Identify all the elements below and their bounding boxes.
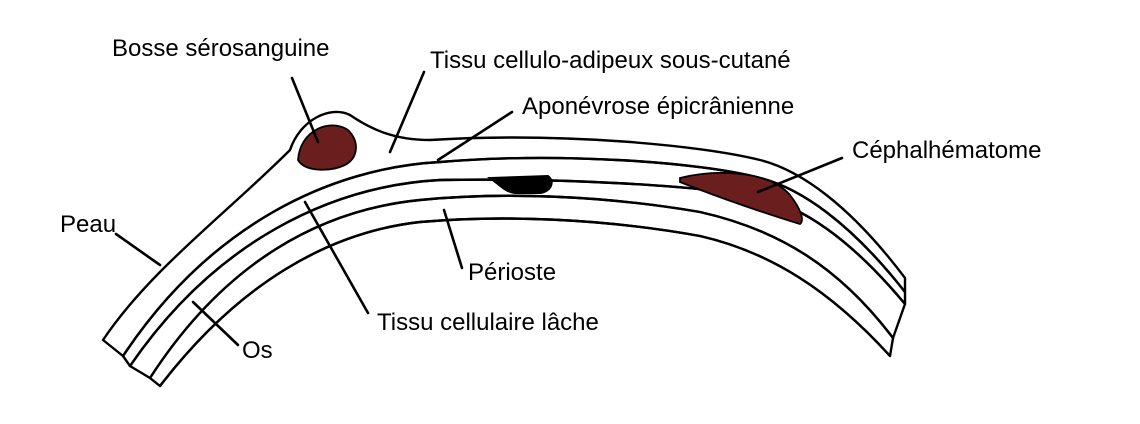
- label-tissu-cellulaire-lache: Tissu cellulaire lâche: [377, 309, 599, 336]
- suture-gap: [486, 174, 553, 194]
- leader-perioste: [442, 208, 464, 270]
- leader-aponevrose: [436, 110, 514, 162]
- leader-peau: [114, 232, 162, 267]
- leader-bosse: [290, 76, 320, 144]
- leader-tissu-sous-cutane: [388, 70, 426, 154]
- label-cephalhematome: Céphalhématome: [852, 137, 1041, 164]
- leader-tissu-lache: [303, 200, 370, 315]
- label-tissu-sous-cutane: Tissu cellulo-adipeux sous-cutané: [430, 47, 791, 74]
- leader-os: [191, 300, 240, 347]
- leader-cephalhematome: [756, 156, 844, 194]
- label-aponevrose: Aponévrose épicrânienne: [522, 93, 794, 120]
- label-perioste: Périoste: [468, 259, 556, 286]
- label-peau: Peau: [60, 211, 116, 238]
- label-bosse-serosanguine: Bosse sérosanguine: [112, 35, 329, 62]
- caput-hematoma: [297, 124, 357, 171]
- inner-periosteum-line: [159, 217, 891, 387]
- label-os: Os: [242, 337, 273, 364]
